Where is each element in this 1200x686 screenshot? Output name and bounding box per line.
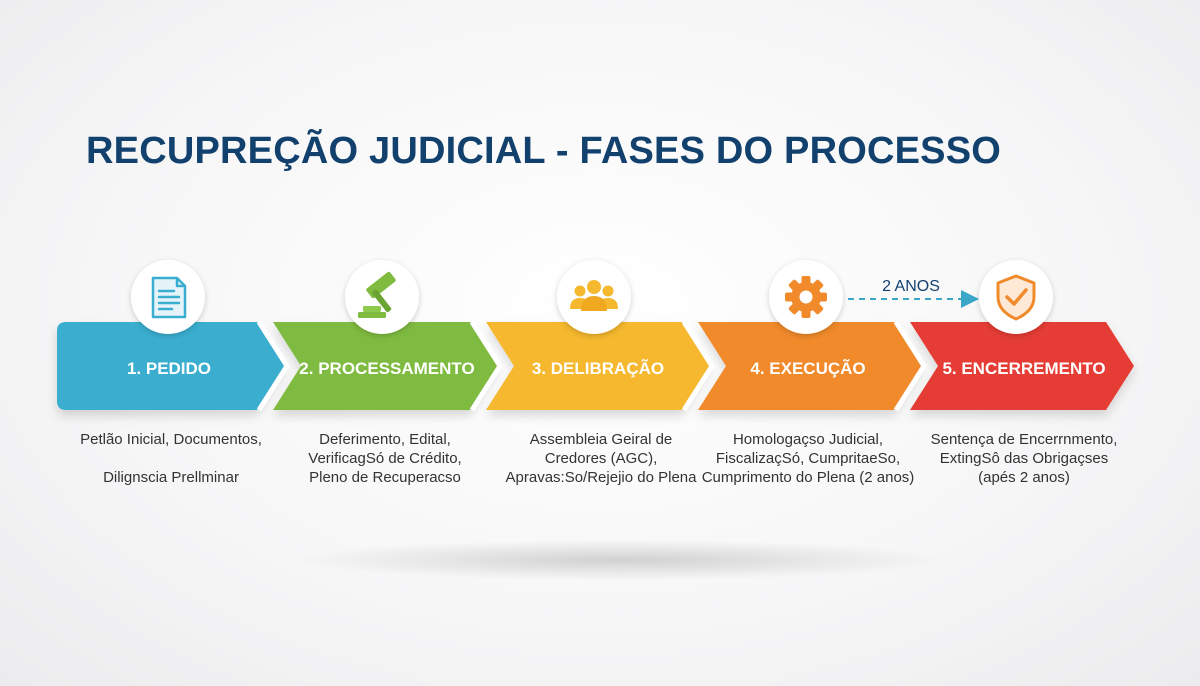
phase-1-description: Petlão Inicial, Documentos, Dilignscia P…	[56, 430, 286, 487]
people-icon	[570, 280, 618, 311]
phase-1-desc-line-2: Dilignscia Prellminar	[103, 469, 239, 486]
phase-4-arrow	[698, 322, 922, 410]
phase-5-desc-line-1: Sentença de Encerrnmento,	[930, 431, 1118, 448]
phase-2-desc-line-2: VerificagSó de Crédito,	[308, 450, 462, 467]
phase-1-arrow	[57, 322, 285, 410]
phase-2-desc-line-3: Pleno de Recuperacso	[309, 469, 461, 486]
phase-3-label: 3. DELIBRAÇÃO	[532, 358, 664, 378]
phase-5-arrow	[910, 322, 1134, 410]
phase-4-desc-line-2: FiscalizaçSó, CumpritaeSo,	[715, 450, 901, 467]
phase-5-label: 5. ENCERREMENTO	[942, 359, 1105, 378]
phase-5-desc-line-2: ExtingSô das Obrigaçses	[939, 450, 1109, 467]
phase-4-label: 4. EXECUÇÃO	[750, 358, 865, 378]
gear-icon	[785, 276, 827, 318]
phase-2-arrow	[273, 322, 498, 410]
phase-2-description: Deferimento, Edital, VerificagSó de Créd…	[270, 430, 500, 487]
phase-4-desc-line-1: Homologaçso Judicial,	[732, 431, 884, 448]
phase-1-desc-line-1: Petlão Inicial, Documentos,	[80, 431, 262, 448]
gavel-icon	[358, 271, 396, 318]
page-title: RECUPREÇÃO JUDICIAL - FASES DO PROCESSO	[86, 130, 1002, 172]
phase-3-description: Assembleia Geiral de Credores (AGC), Apr…	[486, 430, 716, 487]
phase-3-arrow	[486, 322, 710, 410]
shield-check-icon	[996, 274, 1036, 321]
phase-2-desc-line-1: Deferimento, Edital,	[319, 431, 451, 448]
phase-5-desc-line-3: (apés 2 anos)	[978, 469, 1070, 486]
phase-4-description: Homologaçso Judicial, FiscalizaçSó, Cump…	[693, 430, 923, 487]
duration-note: 2 ANOS	[882, 278, 940, 295]
phase-1-label: 1. PEDIDO	[127, 359, 211, 378]
phase-5-description: Sentença de Encerrnmento, ExtingSô das O…	[909, 430, 1139, 487]
phase-4-desc-line-3: Cumprimento do Plena (2 anos)	[701, 469, 915, 486]
phase-2-label: 2. PROCESSAMENTO	[299, 359, 474, 378]
phase-3-desc-line-2: Credores (AGC),	[544, 450, 658, 467]
document-icon	[151, 276, 187, 319]
phase-3-desc-line-1: Assembleia Geiral de	[529, 431, 673, 448]
floor-shadow	[300, 540, 940, 580]
phase-3-desc-line-3: Apravas:So/Rejejio do Plena	[505, 469, 697, 486]
